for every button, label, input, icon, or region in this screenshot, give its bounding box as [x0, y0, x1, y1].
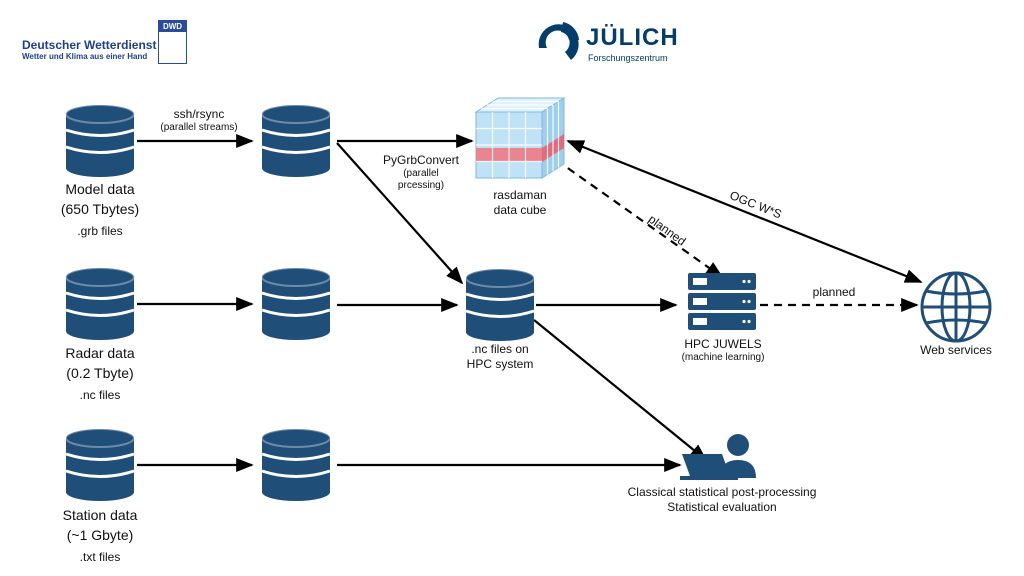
cube-label-2: data cube: [493, 203, 547, 217]
juelich-logo-mark: [538, 22, 579, 60]
radar-data-label: Radar data: [65, 345, 135, 361]
station-data-label: Station data: [62, 507, 138, 523]
juelich-name: JÜLICH: [586, 24, 679, 51]
juwels-sublabel: (machine learning): [681, 352, 765, 363]
transfer-sublabel: (parallel streams): [160, 122, 238, 133]
dwd-name: Deutscher Wetterdienst: [22, 38, 157, 52]
planned-web-label: planned: [812, 285, 856, 299]
web-services-label: Web services: [920, 343, 992, 357]
dwd-tagline: Wetter und Klima aus einer Hand: [22, 52, 148, 61]
edges: [137, 133, 923, 473]
radar-data-database-icon: [64, 266, 136, 342]
hpc-files-database-icon: [464, 267, 536, 343]
edge-cube-web: [566, 139, 923, 284]
juwels-label: HPC JUWELS: [684, 337, 762, 351]
hpc-files-label-1: .nc files on: [471, 342, 529, 356]
station-data-database-icon: [64, 427, 136, 503]
postproc-label-2: Statistical evaluation: [667, 500, 777, 514]
station-data-size: (~1 Gbyte): [66, 527, 134, 543]
dwd-logo: DWD: [158, 20, 187, 64]
model-data-label: Model data: [65, 181, 135, 197]
model-transfer-database-icon: [260, 103, 332, 179]
edge-cube-to-juwels-planned: [544, 151, 724, 279]
radar-data-size: (0.2 Tbyte): [66, 365, 134, 381]
transfer-label: ssh/rsync: [173, 107, 225, 121]
station-transfer-database-icon: [260, 427, 332, 503]
juelich-subtitle: Forschungszentrum: [588, 53, 668, 63]
station-data-files: .txt files: [79, 550, 121, 564]
globe-icon: [920, 271, 992, 343]
model-data-size: (650 Tbytes): [60, 201, 140, 217]
radar-transfer-database-icon: [260, 266, 332, 342]
hpc-server-icon: [688, 273, 756, 330]
convert-sub2: prcessing): [397, 180, 445, 191]
rasdaman-cube-icon: [474, 97, 566, 179]
postproc-label-1: Classical statistical post-processing: [627, 485, 817, 499]
radar-data-files: .nc files: [79, 388, 121, 402]
analyst-laptop-icon: [680, 434, 756, 480]
model-data-files: .grb files: [77, 224, 123, 238]
edge-hpcfiles-to-postproc: [533, 319, 708, 462]
hpc-files-label-2: HPC system: [466, 357, 534, 371]
convert-label: PyGrbConvert: [382, 153, 460, 167]
edge-transfer-to-hpcfiles: [336, 142, 464, 285]
convert-sub1: (parallel: [403, 168, 439, 179]
cube-label-1: rasdaman: [493, 188, 547, 202]
model-data-database-icon: [64, 103, 136, 179]
dwd-badge: DWD: [159, 21, 186, 32]
